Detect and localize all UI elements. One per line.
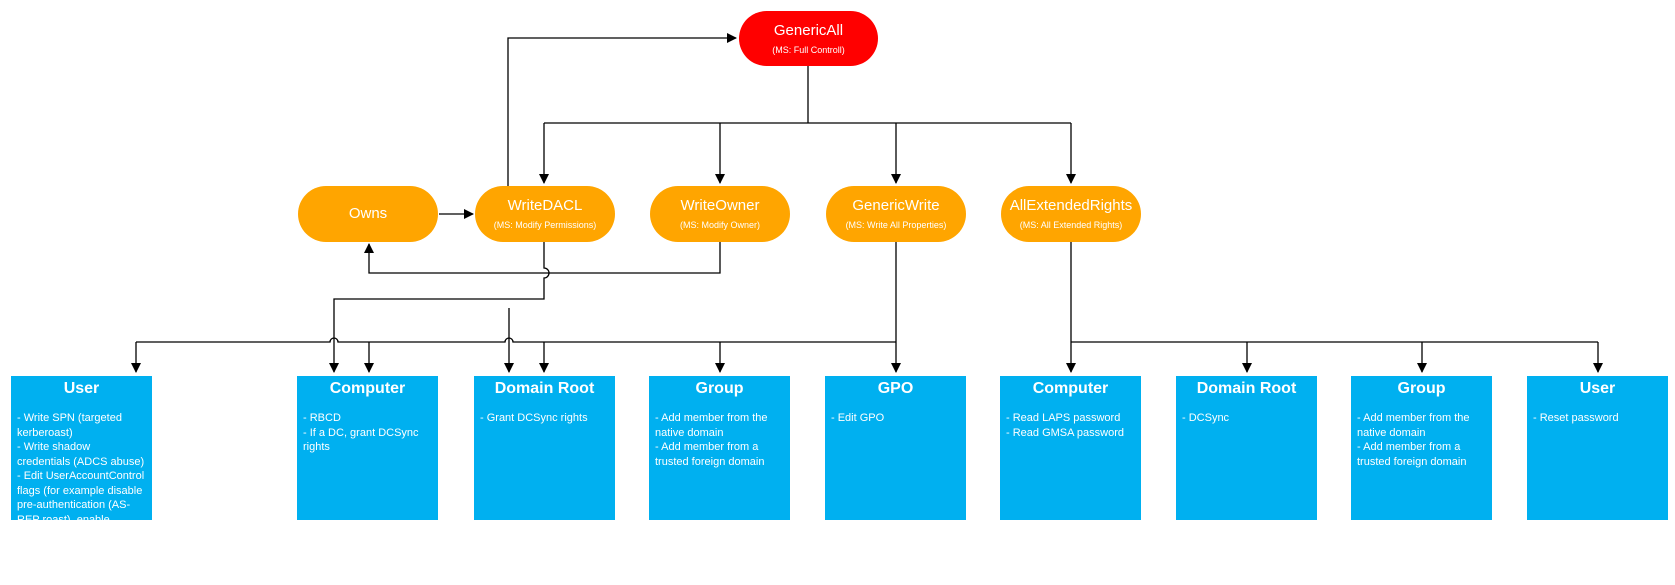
generic-all-node: GenericAll (MS: Full Controll): [739, 11, 878, 66]
connector-lines: [131, 33, 1603, 373]
target-group-box: Group - Add member from the native domai…: [649, 376, 790, 520]
target-title: Group: [695, 380, 744, 397]
target-description: - Reset password: [1533, 412, 1619, 424]
generic-all-subtitle: (MS: Full Controll): [772, 44, 845, 55]
target-group-box: Group - Add member from the native domai…: [1351, 376, 1492, 520]
target-user-box: User - Write SPN (targeted kerberoast) -…: [11, 376, 152, 584]
generic-all-title: GenericAll: [773, 21, 844, 39]
target-title: Computer: [329, 380, 406, 397]
target-domain-root-box: Domain Root - Grant DCSync rights: [474, 376, 615, 520]
target-user-box: User - Reset password: [1527, 376, 1668, 520]
target-title: Group: [1397, 380, 1446, 397]
target-description: - Add member from the native domain - Ad…: [655, 412, 768, 468]
target-title: Domain Root: [1196, 380, 1297, 397]
target-description: - Read LAPS password - Read GMSA passwor…: [1006, 412, 1124, 439]
target-domain-root-box: Domain Root - DCSync: [1176, 376, 1317, 520]
target-computer-box: Computer - Read LAPS password - Read GMS…: [1000, 376, 1141, 520]
target-title: Domain Root: [494, 380, 595, 397]
target-title: GPO: [877, 380, 914, 397]
owns-title: Owns: [348, 205, 388, 222]
target-title: Computer: [1032, 380, 1109, 397]
all-extended-rights-title: AllExtendedRights: [1009, 197, 1133, 214]
target-description: - Grant DCSync rights: [480, 412, 588, 424]
target-title: User: [63, 380, 100, 397]
target-gpo-box: GPO - Edit GPO: [825, 376, 966, 520]
all-extended-rights-node: AllExtendedRights (MS: All Extended Righ…: [1001, 186, 1141, 242]
all-extended-rights-subtitle: (MS: All Extended Rights): [1019, 220, 1123, 230]
target-computer-box: Computer - RBCD - If a DC, grant DCSync …: [297, 376, 438, 520]
target-description: - DCSync: [1182, 412, 1230, 424]
target-description: - Write SPN (targeted kerberoast) - Writ…: [17, 412, 145, 584]
generic-write-node: GenericWrite (MS: Write All Properties): [826, 186, 966, 242]
write-dacl-node: WriteDACL (MS: Modify Permissions): [475, 186, 615, 242]
write-dacl-title: WriteDACL: [507, 197, 583, 214]
target-description: - Edit GPO: [831, 412, 885, 424]
write-dacl-subtitle: (MS: Modify Permissions): [493, 220, 597, 230]
owns-node: Owns: [298, 186, 438, 242]
target-description: - Add member from the native domain - Ad…: [1357, 412, 1470, 468]
generic-write-title: GenericWrite: [852, 197, 940, 214]
write-owner-subtitle: (MS: Modify Owner): [679, 220, 760, 230]
target-description: - RBCD - If a DC, grant DCSync rights: [303, 412, 419, 453]
target-title: User: [1579, 380, 1616, 397]
generic-write-subtitle: (MS: Write All Properties): [845, 220, 947, 230]
write-owner-node: WriteOwner (MS: Modify Owner): [650, 186, 790, 242]
write-owner-title: WriteOwner: [680, 197, 760, 214]
